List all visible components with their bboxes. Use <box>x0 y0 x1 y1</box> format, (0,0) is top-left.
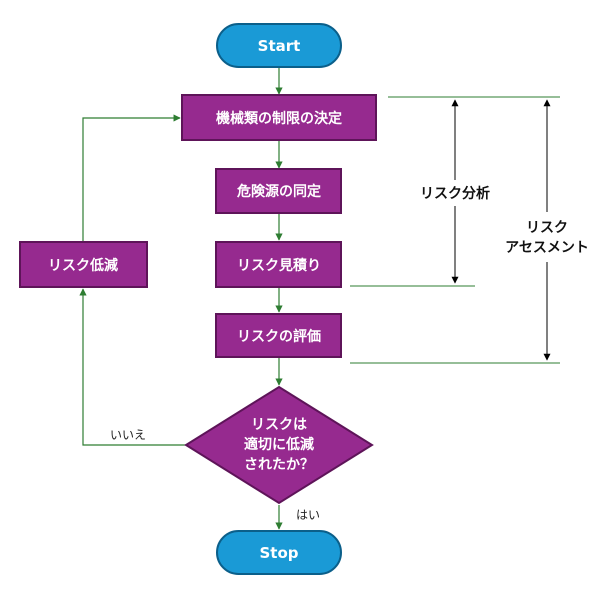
decision-label-line3: されたか？ <box>244 457 314 473</box>
risk-assessment-label-line2: アセスメント <box>505 240 589 256</box>
process-evaluate-risk[interactable]: リスクの評価 <box>215 313 342 358</box>
decision-label-line2: 適切に低減 <box>244 436 314 453</box>
stop-terminal[interactable]: Stop <box>216 530 342 575</box>
identify-hazards-label: 危険源の同定 <box>236 183 321 200</box>
connectors <box>79 68 283 530</box>
decision-label-line1: リスクは <box>251 417 307 433</box>
reduce-risk-label: リスク低減 <box>48 257 118 274</box>
edge-label-yes: はい <box>296 508 320 522</box>
risk-assessment-label-bg <box>497 212 597 262</box>
decide-limits-label: 機械類の制限の決定 <box>216 110 342 127</box>
decision-risk-reduced[interactable]: リスクは 適切に低減 されたか？ <box>184 385 374 505</box>
process-identify-hazards[interactable]: 危険源の同定 <box>215 168 342 214</box>
process-reduce-risk[interactable]: リスク低減 <box>19 241 148 288</box>
edge-label-no: いいえ <box>110 428 146 442</box>
process-decide-limits[interactable]: 機械類の制限の決定 <box>181 94 377 141</box>
process-estimate-risk[interactable]: リスク見積り <box>215 241 342 288</box>
estimate-risk-label: リスク見積り <box>237 257 321 274</box>
risk-analysis-label-bg <box>410 180 500 206</box>
start-label: Start <box>258 37 301 55</box>
risk-analysis-label: リスク分析 <box>420 185 490 202</box>
edge-decision-no-to-reduce <box>79 288 186 446</box>
bracket-guides <box>350 96 560 364</box>
edge-reduce-to-decide <box>82 114 181 241</box>
start-terminal[interactable]: Start <box>216 23 342 68</box>
evaluate-risk-label: リスクの評価 <box>237 328 321 345</box>
stop-label: Stop <box>259 544 298 562</box>
risk-assessment-label-line1: リスク <box>526 220 568 236</box>
